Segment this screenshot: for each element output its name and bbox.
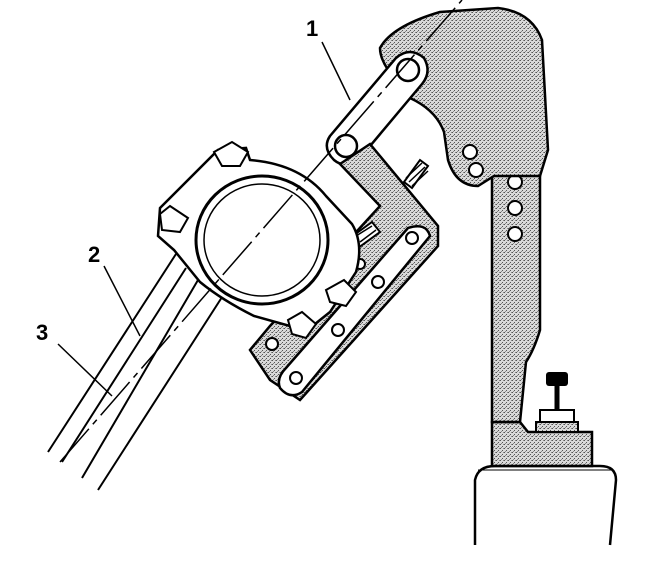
- callout-label-1: 1: [306, 16, 318, 41]
- adjusting-screw-knob-icon: [546, 372, 568, 386]
- fixture-column: [490, 156, 542, 424]
- callout-label-2: 2: [88, 242, 100, 267]
- callout-label-3: 3: [36, 320, 48, 345]
- vise-jaw: [490, 372, 594, 468]
- alignment-arm: [325, 50, 429, 166]
- callout-leaders: [57, 41, 351, 397]
- connecting-rod: [47, 0, 463, 494]
- bench-vise: [473, 464, 618, 546]
